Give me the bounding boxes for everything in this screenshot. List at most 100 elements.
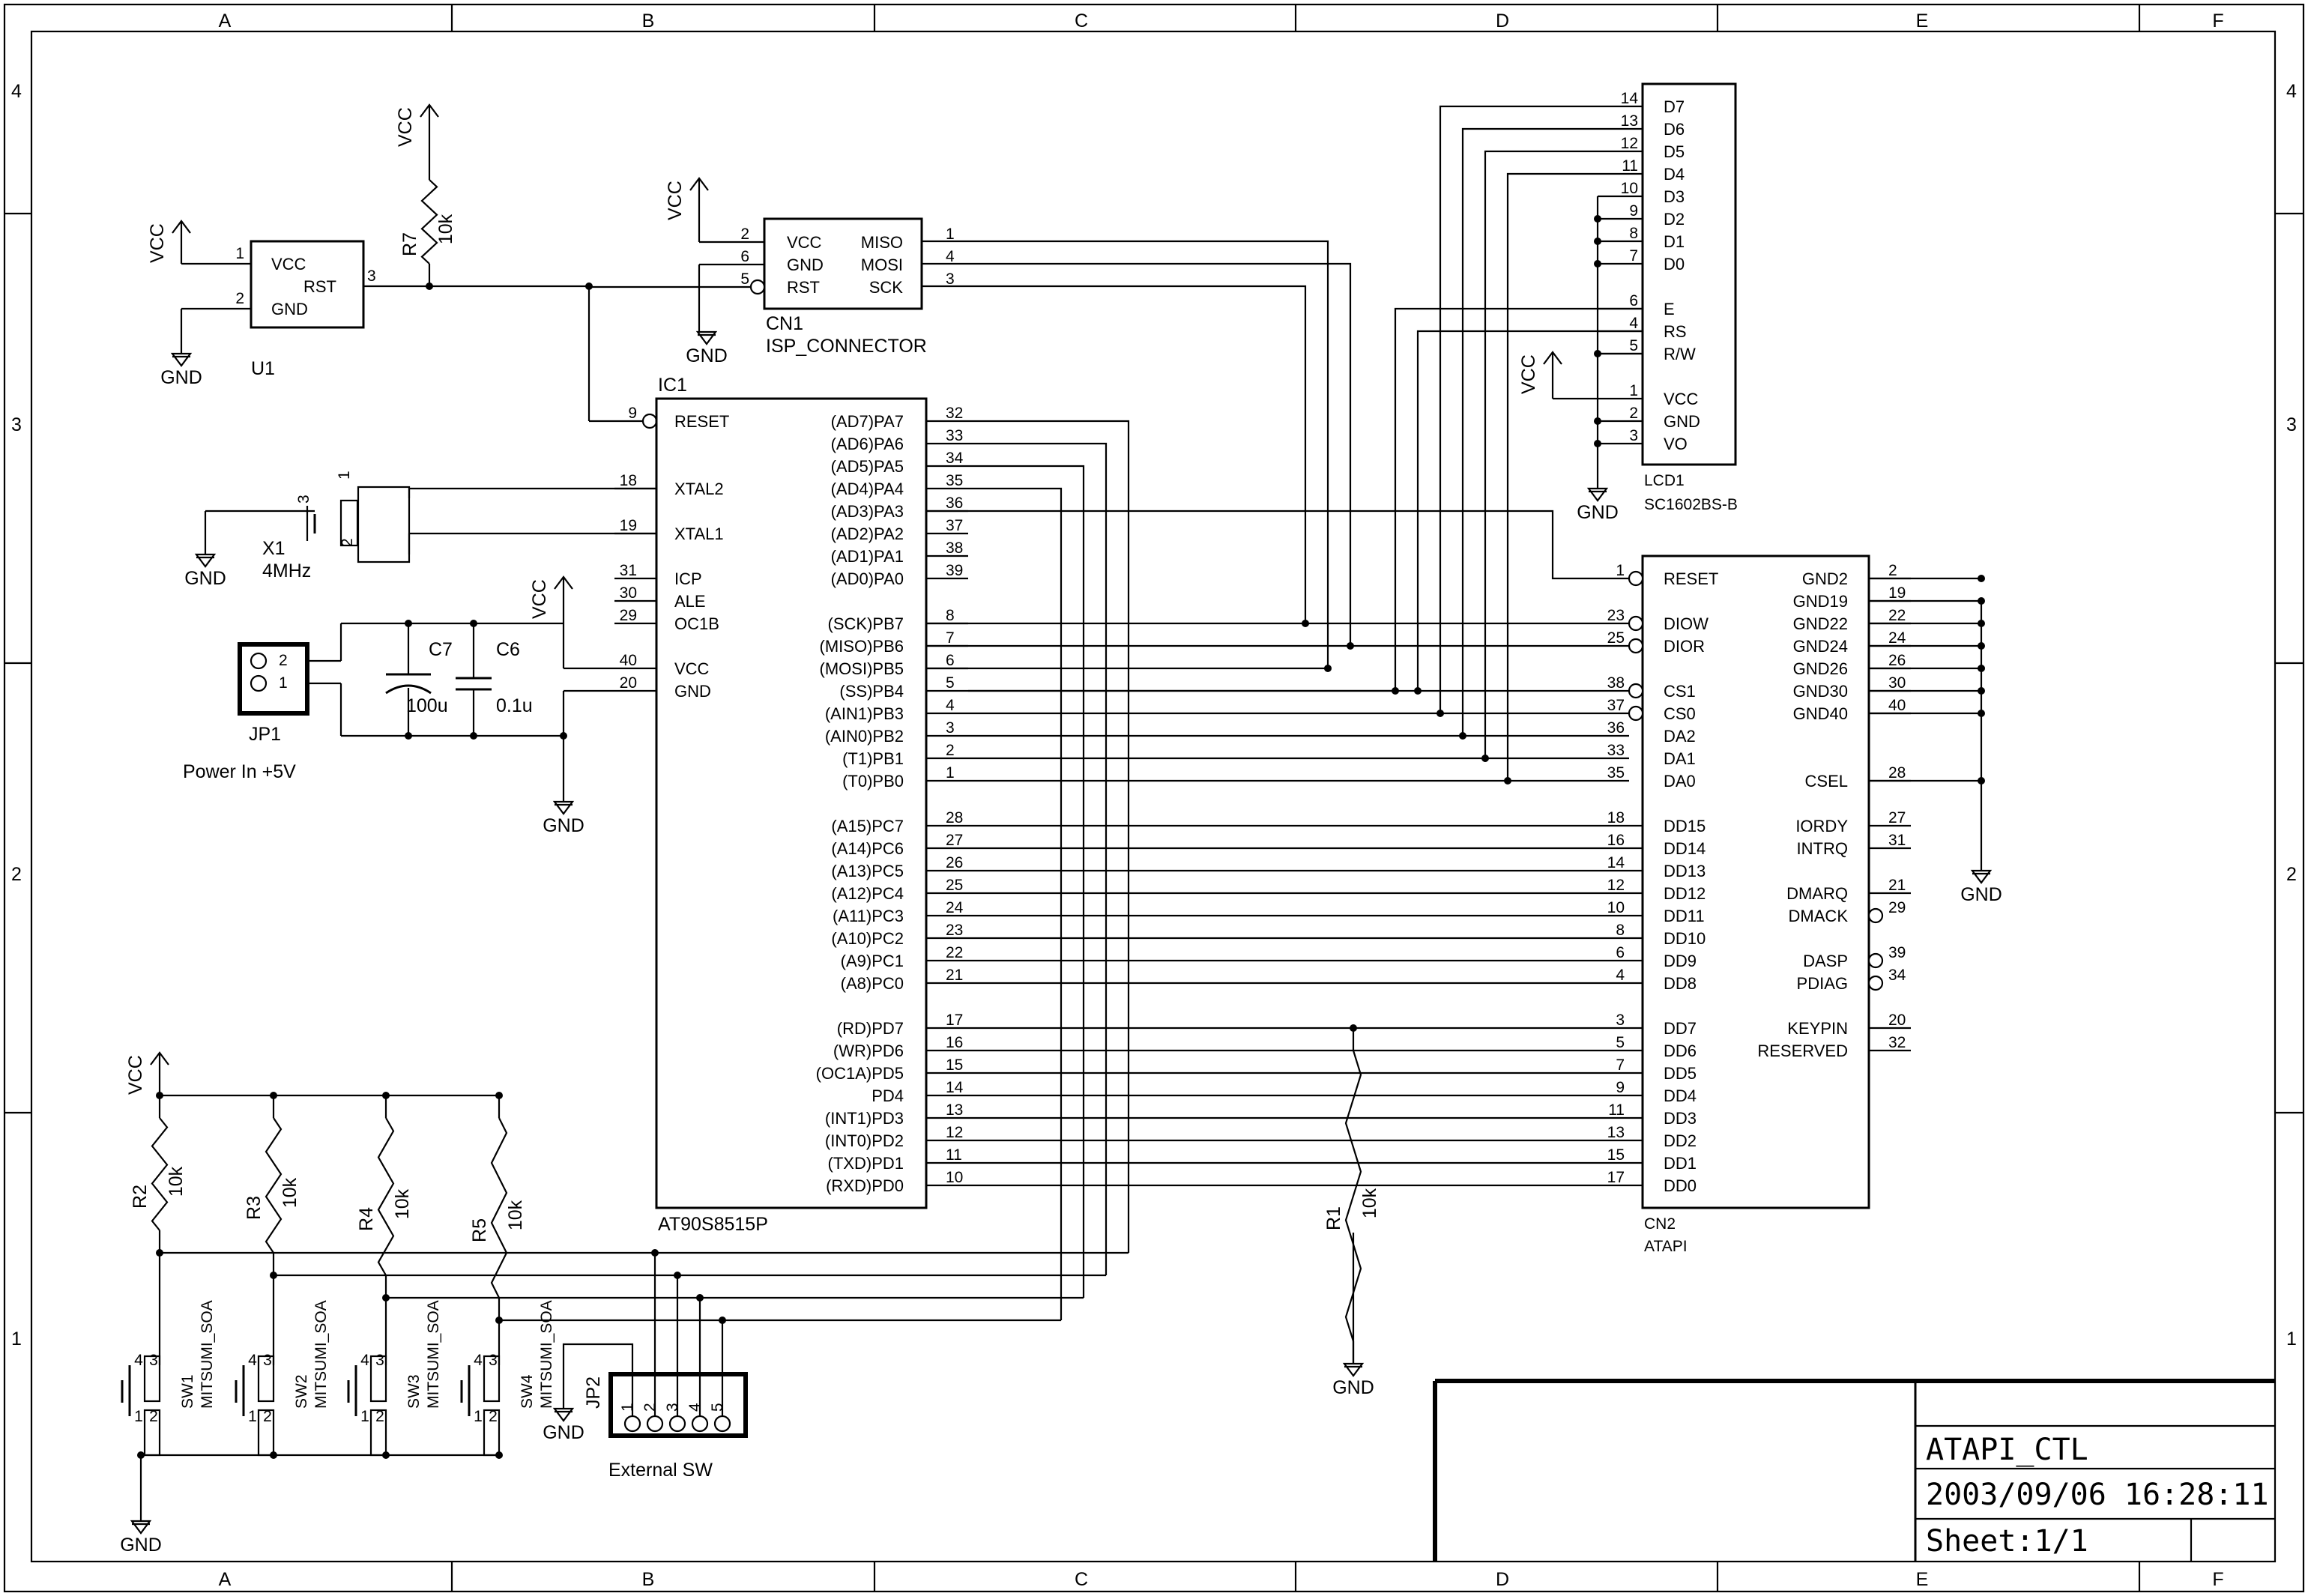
cn2-pin-number: 21 — [1888, 877, 1906, 894]
inverted-pin-bubble — [641, 413, 658, 429]
row-label-right: 4 — [2286, 81, 2297, 102]
cn2-pin-name: GND2 — [1802, 569, 1848, 588]
cn2-pin-name: DA0 — [1664, 772, 1696, 791]
ic1-pin-number: 40 — [620, 652, 637, 669]
cn1-pin-name: RST — [787, 278, 820, 297]
lcd1-ref: LCD1 — [1644, 472, 1685, 489]
cn2-pin-name: DD13 — [1664, 862, 1706, 880]
ic1-pin-name: XTAL1 — [674, 525, 724, 543]
jp2-ref: JP2 — [583, 1376, 604, 1409]
cn2-pin-name: CS0 — [1664, 704, 1696, 723]
ic1-pin-number: 28 — [946, 809, 963, 826]
inverted-pin-bubble — [1867, 952, 1884, 969]
vcc-label: VCC — [147, 223, 168, 263]
ic1-pin-number: 18 — [620, 472, 637, 489]
cn2-pin-number: 4 — [1616, 967, 1625, 984]
gnd-symbol — [1586, 487, 1609, 502]
jp2-pin-number: 2 — [641, 1403, 659, 1412]
cn1-pin-name: MISO — [861, 233, 903, 252]
cn1-pin-name: SCK — [869, 278, 904, 297]
wire — [968, 420, 1130, 1253]
lcd1-pin-name: D6 — [1664, 120, 1685, 139]
switch-pin: 1 — [360, 1408, 369, 1425]
ic1-pin-name: (AD6)PA6 — [831, 435, 904, 453]
ic1-pin-name: (AD7)PA7 — [831, 412, 904, 431]
cn2-pin-number: 22 — [1888, 607, 1906, 624]
resistor-value: 10k — [1359, 1188, 1380, 1218]
ic1-pin-name: ALE — [674, 592, 706, 611]
wire — [968, 487, 1063, 1320]
junction-dot — [1594, 215, 1601, 223]
inverted-pin-bubble — [1628, 570, 1644, 587]
resistor-ref: R5 — [469, 1218, 490, 1242]
cn1-pin-number: 4 — [946, 248, 955, 265]
inverted-pin-bubble — [1628, 705, 1644, 722]
cn2-pin-number: 33 — [1607, 742, 1625, 759]
switch-pin: 3 — [375, 1352, 384, 1369]
cn2-pin-number: 11 — [1608, 1101, 1625, 1119]
wire — [1461, 127, 1598, 736]
cn2-pin-name: DD9 — [1664, 952, 1697, 970]
ic1-pin-name: (AIN0)PB2 — [825, 727, 904, 746]
switch-pin-box — [483, 1409, 501, 1457]
jp1-body — [238, 642, 309, 716]
title-block-date: 2003/09/06 16:28:11 — [1926, 1478, 2269, 1512]
cn2-pin-number: 34 — [1888, 967, 1906, 984]
resistor-zigzag — [420, 179, 438, 265]
ic1-pin-name: RESET — [674, 412, 729, 431]
wire — [922, 285, 1307, 625]
column-label-bottom: A — [219, 1569, 232, 1590]
ic1-pin-name: (WR)PD6 — [833, 1042, 904, 1060]
lcd1-pin-number: 4 — [1629, 315, 1638, 332]
cn2-pin-number: 27 — [1888, 809, 1906, 826]
switch-part: MITSUMI_SOA — [425, 1300, 442, 1409]
gnd-label: GND — [1577, 502, 1619, 523]
resistor-ref: R1 — [1323, 1206, 1344, 1230]
ic1-pin-name: OC1B — [674, 614, 719, 633]
cn2-pin-name: DD5 — [1664, 1064, 1697, 1083]
crystal-pin: 2 — [339, 538, 356, 547]
ic1-pin-number: 17 — [946, 1012, 963, 1029]
junction-dot — [674, 1272, 681, 1279]
ic1-pin-number: 14 — [946, 1079, 964, 1096]
cn2-pin-number: 7 — [1616, 1057, 1625, 1074]
gnd-symbol — [170, 352, 193, 367]
ic1-pin-number: 16 — [946, 1034, 963, 1051]
wire — [562, 1343, 634, 1416]
ic1-body — [655, 397, 928, 1209]
gnd-symbol — [130, 1520, 152, 1535]
ic1-pin-number: 20 — [620, 674, 637, 692]
ic1-pin-name: (A8)PC0 — [841, 974, 904, 993]
c6-ref: C6 — [496, 639, 520, 660]
jp1-pin — [250, 652, 268, 670]
cn2-pin-name: DIOR — [1664, 637, 1705, 656]
c7-value: 100u — [406, 695, 448, 716]
cn2-pin-name: DD3 — [1664, 1109, 1697, 1128]
sheet-border — [3, 3, 2305, 1593]
switch-pin: 1 — [474, 1408, 483, 1425]
switch-ref: SW2 — [293, 1374, 310, 1409]
cn2-pin-name: DMACK — [1789, 907, 1849, 925]
crystal-pin: 1 — [336, 471, 353, 480]
c7-ref: C7 — [429, 639, 453, 660]
switch-pin: 3 — [489, 1352, 498, 1369]
lcd1-pin-name: D4 — [1664, 165, 1685, 184]
wire — [1416, 330, 1643, 691]
cn2-body — [1641, 554, 1870, 1209]
cn2-pin-number: 23 — [1607, 607, 1625, 624]
title-block-title: ATAPI_CTL — [1926, 1433, 2088, 1467]
cn2-pin-name: DA1 — [1664, 749, 1696, 768]
jp2-pin — [646, 1415, 664, 1433]
ic1-pin-number: 37 — [946, 517, 963, 534]
ic1-pin-name: (A9)PC1 — [841, 952, 904, 970]
cn2-pin-number: 19 — [1888, 584, 1906, 602]
lcd1-pin-number: 14 — [1621, 90, 1639, 107]
cn2-pin-name: CS1 — [1664, 682, 1696, 701]
ic1-part: AT90S8515P — [658, 1214, 768, 1235]
ic1-pin-name: XTAL2 — [674, 480, 724, 498]
wire — [968, 442, 1108, 1275]
cn2-pin-name: DD1 — [1664, 1154, 1697, 1173]
resistor-zigzag — [151, 1117, 169, 1231]
